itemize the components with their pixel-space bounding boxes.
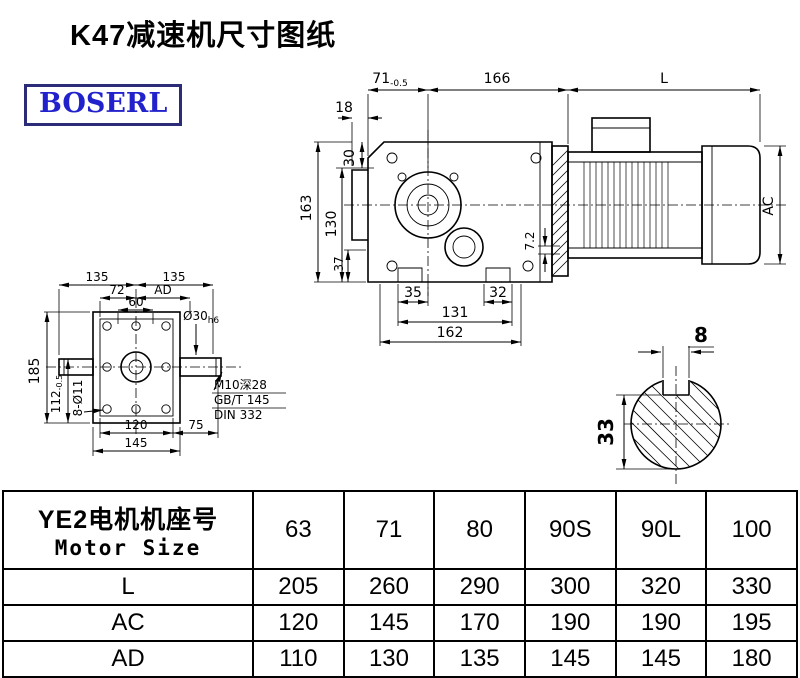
note-thread: M10深28 (214, 378, 267, 392)
dim-shaft-diameter: Ø30h6 (183, 309, 219, 326)
dim-72: 72 (109, 283, 124, 297)
motor-fins (583, 162, 669, 248)
row-label-cell: AD (2, 640, 254, 678)
shaft-section-dimensions: 8 33 (594, 323, 714, 470)
dim-60: 60 (128, 295, 143, 309)
dim-112: 112-0.5 (49, 375, 64, 414)
dim-L: L (660, 71, 668, 87)
note-standard-din: DIN 332 (214, 408, 262, 422)
dim-166: 166 (484, 71, 511, 87)
dim-162: 162 (437, 325, 464, 341)
value-cell: 260 (342, 568, 436, 606)
dim-75: 75 (188, 418, 203, 432)
motor-size-header-cell: YE2电机机座号 Motor Size (2, 490, 254, 570)
motor-size-label-en: Motor Size (54, 536, 202, 560)
technical-drawing: 18 71-0.5 166 L 30 163 130 37 7.2 35 32 … (27, 71, 788, 484)
size-column-header: 90S (523, 490, 617, 570)
value-cell: 180 (705, 640, 798, 678)
value-cell: 195 (705, 604, 798, 642)
flange-hatch (551, 149, 569, 277)
dim-18: 18 (335, 100, 353, 116)
value-cell: 110 (252, 640, 345, 678)
row-label-cell: AC (2, 604, 254, 642)
dim-131: 131 (442, 305, 469, 321)
value-cell: 170 (433, 604, 526, 642)
size-column-header: 90L (614, 490, 708, 570)
motor-size-table: YE2电机机座号 Motor Size 63 71 80 90S 90L 100… (2, 490, 798, 678)
size-column-header: 80 (433, 490, 526, 570)
table-row-L: L 205 260 290 300 320 330 (2, 568, 798, 606)
value-cell: 145 (523, 640, 617, 678)
dim-145: 145 (125, 436, 148, 450)
value-cell: 145 (614, 640, 708, 678)
front-view-dimensions: 135 135 72 AD 60 Ø30h6 185 112-0.5 8-Ø11… (27, 270, 286, 456)
dim-key-width: 8 (694, 323, 708, 347)
size-column-header: 71 (342, 490, 436, 570)
dim-AC: AC (761, 196, 777, 215)
dim-35: 35 (404, 285, 422, 301)
dim-key-height: 33 (594, 418, 618, 446)
value-cell: 120 (252, 604, 345, 642)
size-column-header: 63 (252, 490, 345, 570)
dim-AD: AD (154, 283, 171, 297)
value-cell: 205 (252, 568, 345, 606)
side-view: 18 71-0.5 166 L 30 163 130 37 7.2 35 32 … (299, 71, 788, 346)
value-cell: 300 (523, 568, 617, 606)
value-cell: 320 (614, 568, 708, 606)
page-title: K47减速机尺寸图纸 (70, 20, 337, 52)
dim-130: 130 (324, 211, 340, 238)
dim-32: 32 (489, 285, 507, 301)
row-label-cell: L (2, 568, 254, 606)
dim-71: 71-0.5 (372, 71, 407, 89)
dim-120: 120 (125, 418, 148, 432)
value-cell: 290 (433, 568, 526, 606)
brand-logo: BOSERL (24, 84, 183, 126)
dim-135-right: 135 (163, 270, 186, 284)
dim-163: 163 (299, 195, 315, 222)
dim-7-2: 7.2 (523, 231, 537, 250)
table-row-AD: AD 110 130 135 145 145 180 (2, 640, 798, 678)
value-cell: 190 (523, 604, 617, 642)
size-column-header: 100 (705, 490, 798, 570)
motor-size-label-cn: YE2电机机座号 (37, 506, 219, 534)
dim-135-left: 135 (86, 270, 109, 284)
value-cell: 330 (705, 568, 798, 606)
value-cell: 135 (433, 640, 526, 678)
table-header-row: YE2电机机座号 Motor Size 63 71 80 90S 90L 100 (2, 490, 798, 570)
front-view: 135 135 72 AD 60 Ø30h6 185 112-0.5 8-Ø11… (27, 270, 286, 456)
shaft-section-view: 8 33 (594, 323, 730, 484)
value-cell: 190 (614, 604, 708, 642)
value-cell: 145 (342, 604, 436, 642)
value-cell: 130 (342, 640, 436, 678)
dim-185: 185 (27, 358, 43, 385)
table-row-AC: AC 120 145 170 190 190 195 (2, 604, 798, 642)
note-standard-gb: GB/T 145 (214, 393, 270, 407)
dim-37: 37 (332, 256, 346, 271)
side-view-dimensions: 18 71-0.5 166 L 30 163 130 37 7.2 35 32 … (299, 71, 786, 346)
dim-holes: 8-Ø11 (71, 380, 85, 417)
dim-30: 30 (342, 149, 358, 167)
